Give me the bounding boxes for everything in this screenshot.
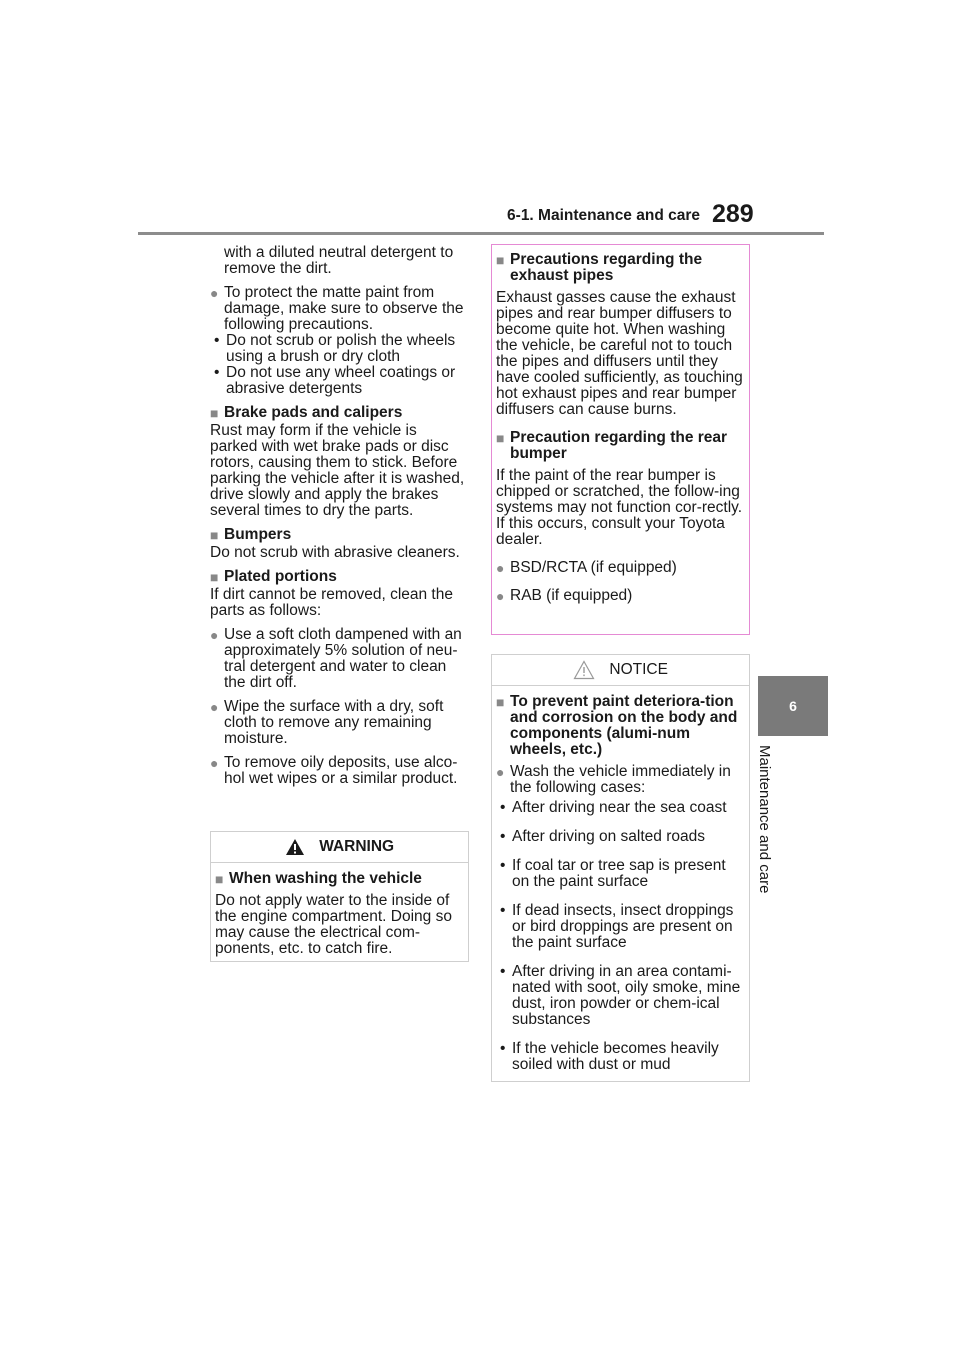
precautions-box: ■ Precautions regarding the exhaust pipe… (491, 244, 750, 635)
bullet-icon: ● (210, 285, 219, 301)
dash-icon: • (500, 857, 506, 874)
intro-text: with a diluted neutral detergent to remo… (224, 244, 454, 277)
matte-sub-item: • Do not scrub or polish the wheels usin… (210, 333, 468, 365)
notice-case: • If coal tar or tree sap is present on … (500, 857, 726, 890)
plated-text: If dirt cannot be removed, clean the par… (210, 586, 453, 619)
warning-text: Do not apply water to the inside of the … (215, 892, 452, 957)
notice-title: NOTICE (609, 661, 668, 678)
warning-box-title: WARNING (211, 832, 468, 863)
exhaust-text: Exhaust gasses cause the exhaust pipes a… (496, 289, 743, 418)
warning-heading: ■ When washing the vehicle (215, 870, 422, 888)
notice-case: • If dead insects, insect droppings or b… (500, 902, 734, 951)
chapter-side-title-text: Maintenance and care (756, 745, 773, 894)
rear-bumper-text: If the paint of the rear bumper is chipp… (496, 467, 743, 548)
header-rule (138, 232, 824, 235)
dash-icon: • (500, 963, 506, 980)
notice-box-title: NOTICE (492, 655, 749, 686)
matte-sub-item: • Do not use any wheel coatings or abras… (210, 365, 468, 397)
square-icon: ■ (496, 430, 505, 446)
warning-box: WARNING ■ When washing the vehicle Do no… (210, 831, 469, 962)
square-icon: ■ (496, 694, 505, 710)
notice-case: • After driving on salted roads (500, 828, 705, 845)
bullet-icon: ● (496, 560, 505, 576)
notice-case: • After driving in an area contami-nated… (500, 963, 741, 1028)
dash-icon: • (500, 902, 506, 919)
bullet-icon: ● (210, 755, 219, 771)
notice-box: NOTICE ■ To prevent paint deteriora-tion… (491, 654, 750, 1082)
dash-icon: • (500, 799, 506, 816)
notice-bullet: ● Wash the vehicle immediately in the fo… (496, 763, 731, 796)
square-icon: ■ (210, 527, 219, 543)
plated-bullet: ● Wipe the surface with a dry, soft clot… (210, 698, 444, 747)
caution-triangle-icon (573, 660, 595, 680)
page-number: 289 (712, 200, 754, 228)
warning-title: WARNING (319, 838, 395, 855)
dash-icon: • (214, 364, 220, 381)
equipment-bullet: ● BSD/RCTA (if equipped) (496, 559, 677, 577)
bumpers-heading: ■ Bumpers (210, 526, 292, 544)
dash-icon: • (500, 1040, 506, 1057)
brake-heading: ■ Brake pads and calipers (210, 404, 403, 422)
plated-heading: ■ Plated portions (210, 568, 337, 586)
brake-text: Rust may form if the vehicle is parked w… (210, 422, 465, 519)
bullet-icon: ● (210, 627, 219, 643)
notice-heading: ■ To prevent paint deteriora-tion and co… (496, 693, 738, 758)
matte-sub-text: Do not use any wheel coatings or abrasiv… (226, 364, 456, 397)
equipment-bullet: ● RAB (if equipped) (496, 587, 633, 605)
dash-icon: • (214, 332, 220, 349)
matte-bullet: ● To protect the matte paint from damage… (210, 285, 468, 333)
chapter-number: 6 (789, 698, 797, 714)
matte-sub-text: Do not scrub or polish the wheels using … (226, 332, 456, 365)
square-icon: ■ (215, 871, 224, 887)
square-icon: ■ (496, 252, 505, 268)
dash-icon: • (500, 828, 506, 845)
bumpers-text: Do not scrub with abrasive cleaners. (210, 544, 460, 561)
notice-case: • If the vehicle becomes heavily soiled … (500, 1040, 719, 1073)
rear-bumper-heading: ■ Precaution regarding the rear bumper (496, 429, 728, 462)
warning-icon (285, 839, 304, 855)
chapter-side-title: Maintenance and care (756, 745, 794, 915)
chapter-tab[interactable]: 6 (758, 676, 828, 736)
bullet-icon: ● (496, 764, 505, 780)
square-icon: ■ (210, 405, 219, 421)
notice-case: • After driving near the sea coast (500, 799, 727, 816)
plated-bullet: ● Use a soft cloth dampened with an appr… (210, 626, 462, 691)
section-title: 6-1. Maintenance and care (507, 207, 700, 224)
bullet-icon: ● (496, 588, 505, 604)
plated-bullet: ● To remove oily deposits, use alco-hol … (210, 754, 458, 787)
matte-bullet-text: To protect the matte paint from damage, … (224, 284, 464, 333)
left-column: with a diluted neutral detergent to remo… (210, 245, 468, 795)
bullet-icon: ● (210, 699, 219, 715)
exhaust-heading: ■ Precautions regarding the exhaust pipe… (496, 251, 703, 284)
square-icon: ■ (210, 569, 219, 585)
